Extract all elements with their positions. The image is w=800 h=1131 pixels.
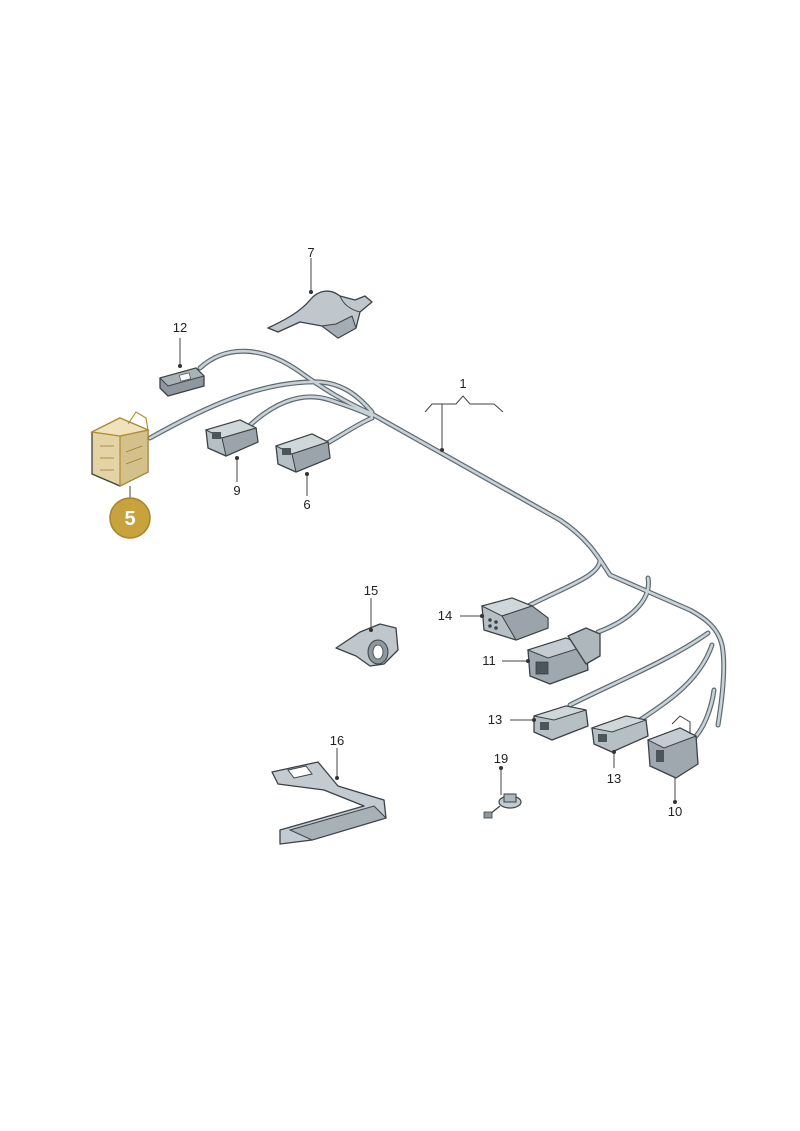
part-15-clip[interactable] bbox=[335, 623, 399, 667]
part-13-connector-right[interactable] bbox=[590, 715, 649, 753]
callout-19-label: 19 bbox=[494, 751, 508, 766]
callout-6-label: 6 bbox=[303, 497, 310, 512]
part-9-connector[interactable] bbox=[204, 419, 259, 457]
part-13-connector-left[interactable] bbox=[533, 705, 589, 741]
callout-14-label: 14 bbox=[438, 608, 452, 623]
callout-10-label: 10 bbox=[668, 804, 682, 819]
callout-1-label: 1 bbox=[459, 376, 466, 391]
callout-12-label: 12 bbox=[173, 320, 187, 335]
part-11-double-connector[interactable] bbox=[526, 627, 601, 685]
callout-13a-label: 13 bbox=[488, 712, 502, 727]
callout-16-label: 16 bbox=[330, 733, 344, 748]
harness-wires-outer bbox=[147, 348, 727, 745]
part-7-bracket[interactable] bbox=[267, 290, 373, 339]
part-6-connector[interactable] bbox=[274, 433, 331, 473]
callout-9-label: 9 bbox=[233, 483, 240, 498]
harness-wires-inner bbox=[148, 349, 725, 744]
callout-5-label: 5 bbox=[124, 508, 135, 530]
callout-5-badge[interactable]: 5 bbox=[109, 497, 151, 539]
part-5-relay-block[interactable] bbox=[90, 411, 150, 487]
callout-7-label: 7 bbox=[307, 245, 314, 260]
callout-11-label: 11 bbox=[482, 653, 496, 668]
callout-13b-label: 13 bbox=[607, 771, 621, 786]
wiring-harness bbox=[147, 348, 727, 745]
callout-15-label: 15 bbox=[364, 583, 378, 598]
part-16-mounting-bracket[interactable] bbox=[271, 761, 387, 845]
part-10-connector[interactable] bbox=[646, 715, 699, 779]
part-12-sensor[interactable] bbox=[159, 367, 205, 397]
part-19-screw[interactable] bbox=[483, 793, 522, 819]
part-14-connector[interactable] bbox=[480, 597, 549, 641]
